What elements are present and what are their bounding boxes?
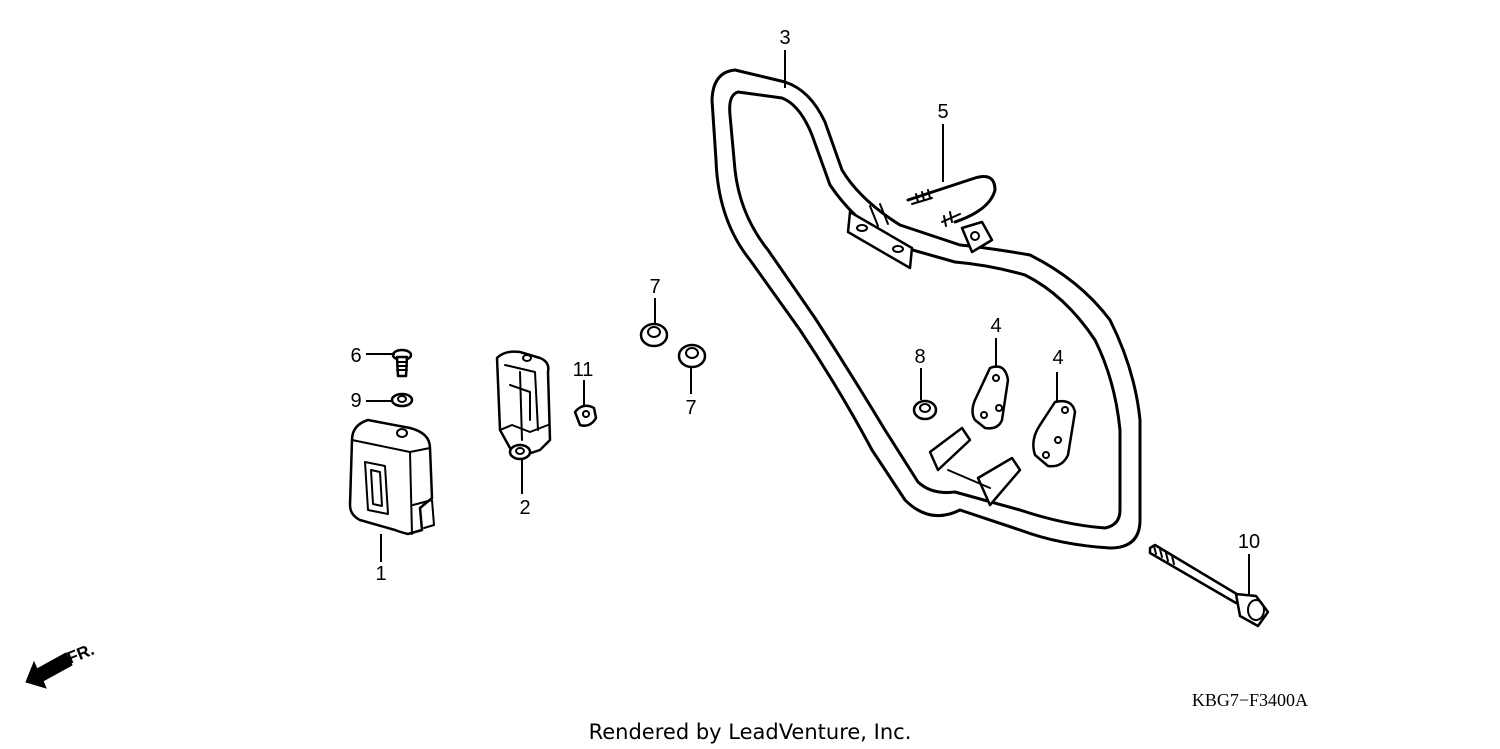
callout-1: 1	[375, 563, 386, 585]
callout-5: 5	[937, 101, 948, 123]
cover-box	[348, 418, 435, 536]
callout-7-lower: 7	[685, 397, 696, 419]
guard-frame	[710, 68, 1142, 550]
bolt-10	[1148, 543, 1270, 628]
frame-mount-bracket-right	[960, 220, 994, 254]
callout-4-left: 4	[990, 315, 1001, 337]
mounting-plate-b	[1032, 399, 1077, 468]
mounting-bracket	[495, 350, 552, 461]
diagram-code: KBG7−F3400A	[1192, 690, 1308, 710]
credit-text: Rendered by LeadVenture, Inc.	[589, 720, 912, 744]
mounting-plate-a	[971, 365, 1010, 430]
callouts: 3 5 4 4 7 7 8 11 10 6 9 1 2	[350, 27, 1260, 585]
front-label: FR.	[64, 640, 97, 668]
callout-7-upper: 7	[649, 276, 660, 298]
callout-2: 2	[519, 497, 530, 519]
leader-lines	[366, 50, 1250, 596]
nut-9	[390, 392, 414, 408]
callout-3: 3	[779, 27, 790, 49]
grommet-11	[573, 404, 598, 427]
arrow-left-down-icon	[25, 652, 73, 689]
front-direction-indicator: FR.	[25, 640, 97, 689]
screw-6	[391, 348, 413, 378]
callout-10: 10	[1238, 531, 1260, 553]
flange-nut-7-lower	[677, 343, 707, 369]
callout-6: 6	[350, 345, 361, 367]
u-bolt	[906, 175, 997, 227]
frame-mount-bracket-left	[846, 210, 914, 270]
callout-9: 9	[350, 390, 361, 412]
flange-nut-7-upper	[639, 322, 669, 348]
frame-lower-tabs	[928, 426, 1022, 507]
callout-8: 8	[914, 346, 925, 368]
callout-11: 11	[573, 359, 594, 381]
flange-nut-8	[912, 399, 938, 421]
callout-4-right: 4	[1052, 347, 1063, 369]
